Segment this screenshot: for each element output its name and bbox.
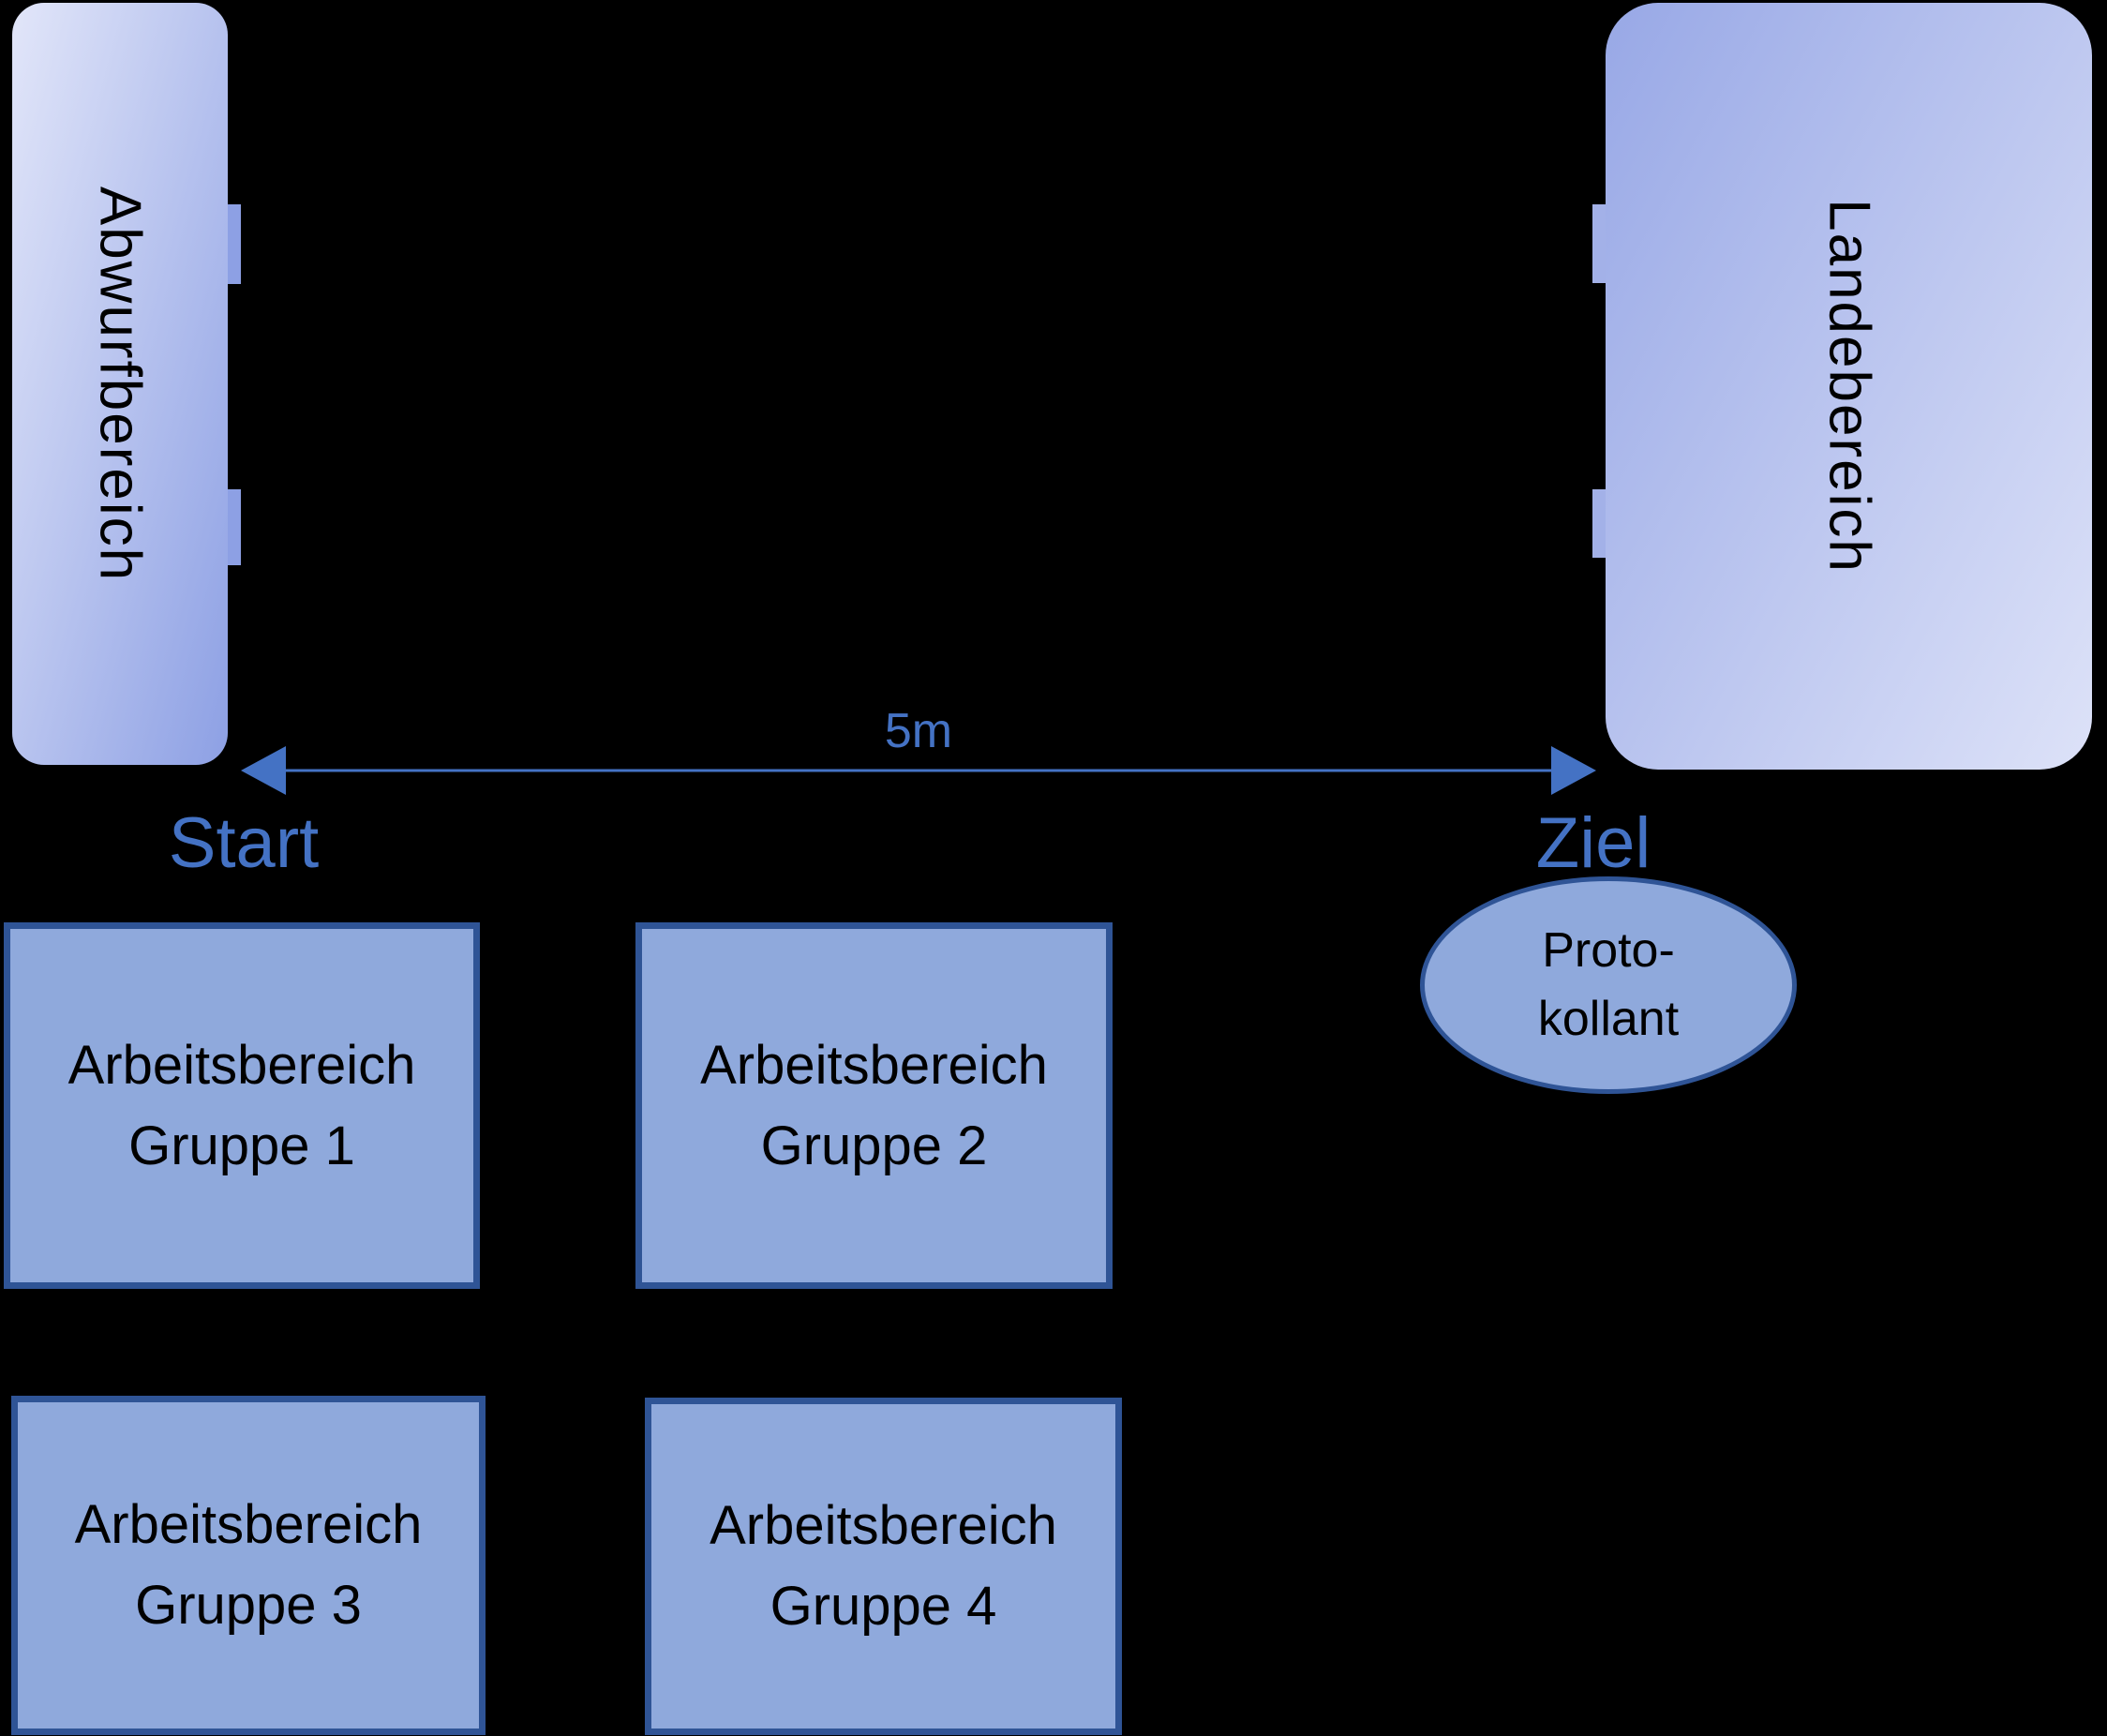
work-area-group-2: Arbeitsbereich Gruppe 2 <box>635 922 1113 1289</box>
work-area-1-line1: Arbeitsbereich <box>67 1034 416 1096</box>
recorder-ellipse: Proto- kollant <box>1420 876 1797 1094</box>
work-area-2-line2: Gruppe 2 <box>760 1115 988 1176</box>
work-area-1-line2: Gruppe 1 <box>128 1115 355 1176</box>
target-label: Ziel <box>1535 803 1651 883</box>
throw-zone-tab-bottom <box>228 489 241 565</box>
work-area-group-1: Arbeitsbereich Gruppe 1 <box>4 922 480 1289</box>
work-area-group-3: Arbeitsbereich Gruppe 3 <box>11 1396 486 1735</box>
start-label: Start <box>168 803 320 883</box>
work-area-4-line2: Gruppe 4 <box>770 1576 997 1637</box>
throw-zone-tab-top <box>228 204 241 284</box>
work-area-2-line1: Arbeitsbereich <box>700 1034 1048 1096</box>
landing-zone-tab-top <box>1592 204 1606 283</box>
arrowhead-left-icon <box>241 746 286 795</box>
arrowhead-right-icon <box>1551 746 1596 795</box>
distance-value-label: 5m <box>884 704 953 758</box>
distance-arrow <box>241 746 1596 795</box>
work-area-3-line1: Arbeitsbereich <box>74 1494 423 1555</box>
recorder-label-line1: Proto- <box>1542 923 1675 978</box>
work-area-group-4: Arbeitsbereich Gruppe 4 <box>645 1398 1122 1735</box>
landing-zone-tab-bottom <box>1592 489 1606 558</box>
throw-zone-shape: Abwurfbereich <box>12 3 228 765</box>
work-area-4-line1: Arbeitsbereich <box>710 1495 1057 1556</box>
recorder-label-line2: kollant <box>1537 992 1680 1046</box>
landing-zone-label: Landebereich <box>1816 199 1881 574</box>
landing-zone-shape: Landebereich <box>1606 3 2092 770</box>
throw-zone-label: Abwurfbereich <box>87 186 153 582</box>
work-area-3-line2: Gruppe 3 <box>135 1575 362 1636</box>
